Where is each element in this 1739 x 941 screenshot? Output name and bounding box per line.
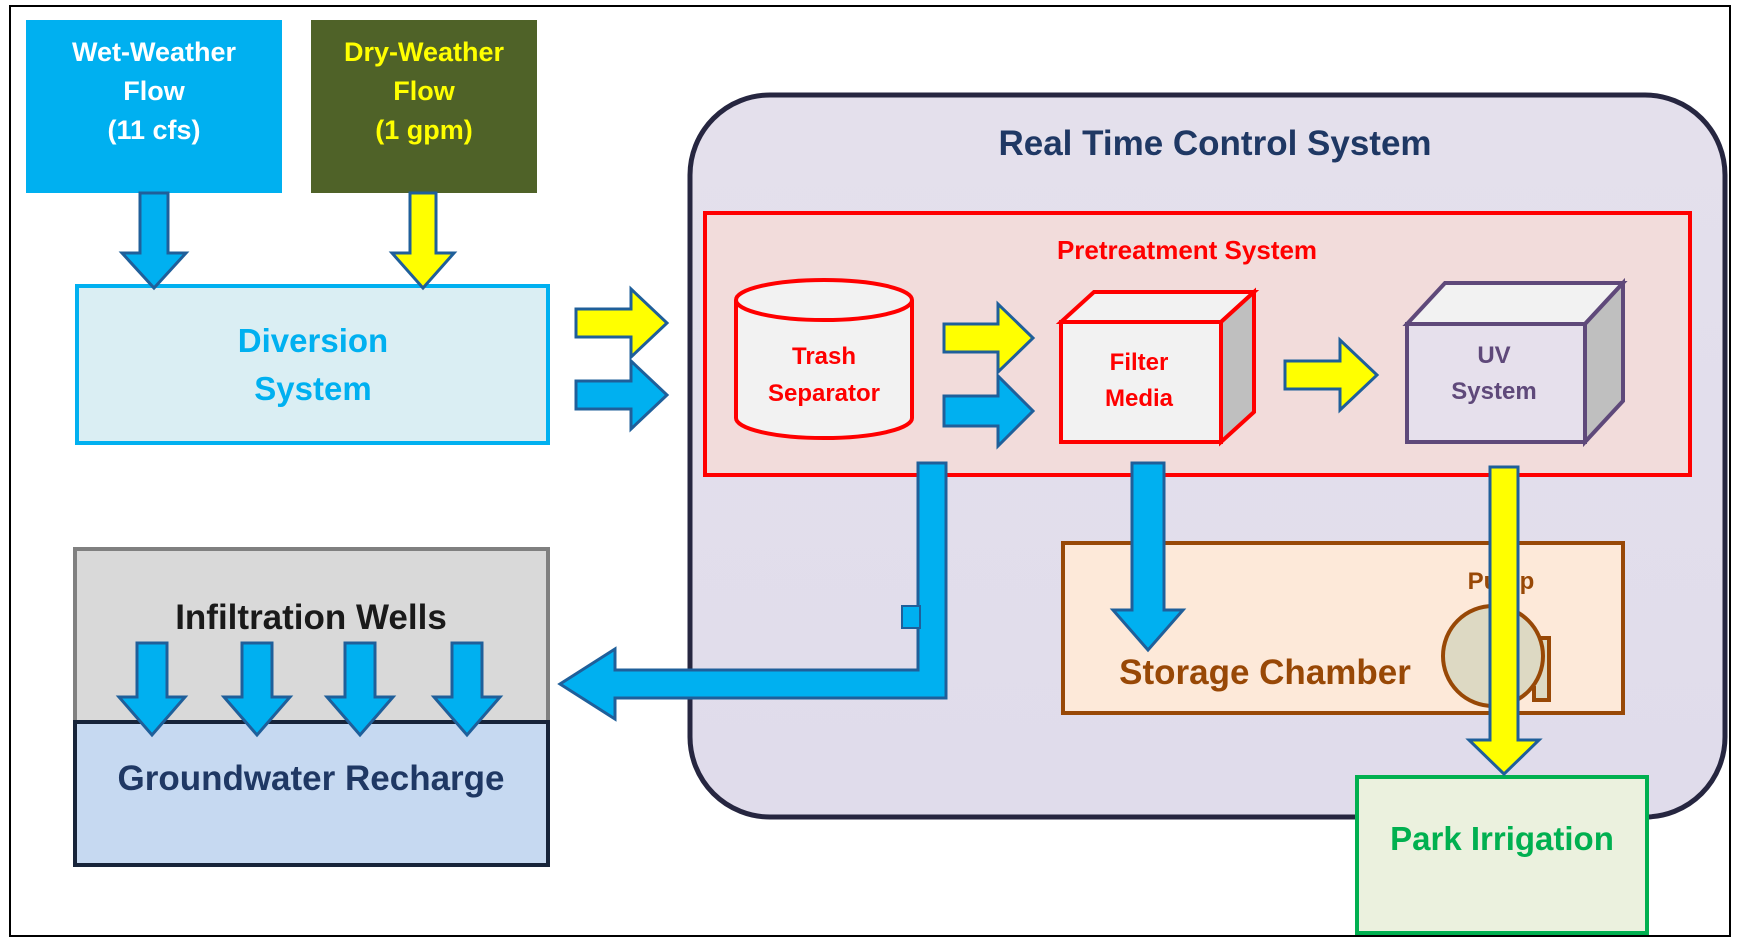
trash-to-filter-blue-arrow — [942, 372, 1036, 450]
diversion-line2: System — [254, 370, 371, 407]
groundwater-recharge-label: Groundwater Recharge — [117, 759, 504, 798]
bypass-notch — [901, 605, 921, 629]
infiltration-arrow-3 — [323, 641, 397, 738]
groundwater-recharge-box — [73, 720, 550, 867]
filter-to-storage-arrow — [1109, 461, 1187, 653]
wet-weather-line1: Wet-Weather — [72, 37, 237, 67]
wet-flow-down-arrow — [118, 191, 190, 291]
wet-weather-line2: Flow — [123, 76, 185, 106]
rtc-title: Real Time Control System — [998, 124, 1431, 163]
wet-weather-line3: (11 cfs) — [107, 115, 200, 145]
infiltration-arrow-2 — [220, 641, 294, 738]
dry-weather-line3: (1 gpm) — [375, 115, 473, 145]
diversion-line1: Diversion — [238, 322, 388, 359]
infiltration-arrow-1 — [115, 641, 189, 738]
filter-to-uv-yellow-arrow — [1283, 336, 1380, 414]
diversion-to-trash-blue-arrow — [574, 357, 670, 433]
infiltration-arrow-4 — [430, 641, 504, 738]
uv-to-irrigation-arrow — [1465, 465, 1543, 777]
filter-label-line2: Media — [1105, 385, 1174, 412]
dry-weather-line2: Flow — [393, 76, 455, 106]
infiltration-wells-label: Infiltration Wells — [175, 598, 447, 637]
filter-media: Filter Media — [1055, 287, 1260, 447]
uv-system: UV System — [1402, 277, 1628, 448]
park-irrigation-box — [1355, 775, 1649, 935]
trash-to-infiltration-arrow — [557, 461, 948, 722]
dry-weather-line1: Dry-Weather — [344, 37, 505, 67]
storage-chamber-label: Storage Chamber — [1119, 653, 1411, 692]
dry-weather-box — [311, 20, 537, 193]
pretreatment-title: Pretreatment System — [1057, 235, 1317, 265]
park-irrigation-label: Park Irrigation — [1390, 820, 1614, 857]
uv-label-line1: UV — [1477, 342, 1510, 369]
wet-weather-box — [26, 20, 282, 193]
trash-separator: Trash Separator — [734, 278, 914, 440]
trash-to-filter-yellow-arrow — [942, 300, 1036, 376]
dry-flow-down-arrow — [388, 191, 458, 291]
filter-label-line1: Filter — [1110, 349, 1169, 376]
diversion-system-box — [75, 284, 550, 445]
trash-label-line1: Trash — [792, 343, 856, 370]
diversion-to-trash-yellow-arrow — [574, 285, 670, 361]
trash-label-line2: Separator — [768, 380, 880, 407]
uv-label-line2: System — [1451, 378, 1536, 405]
